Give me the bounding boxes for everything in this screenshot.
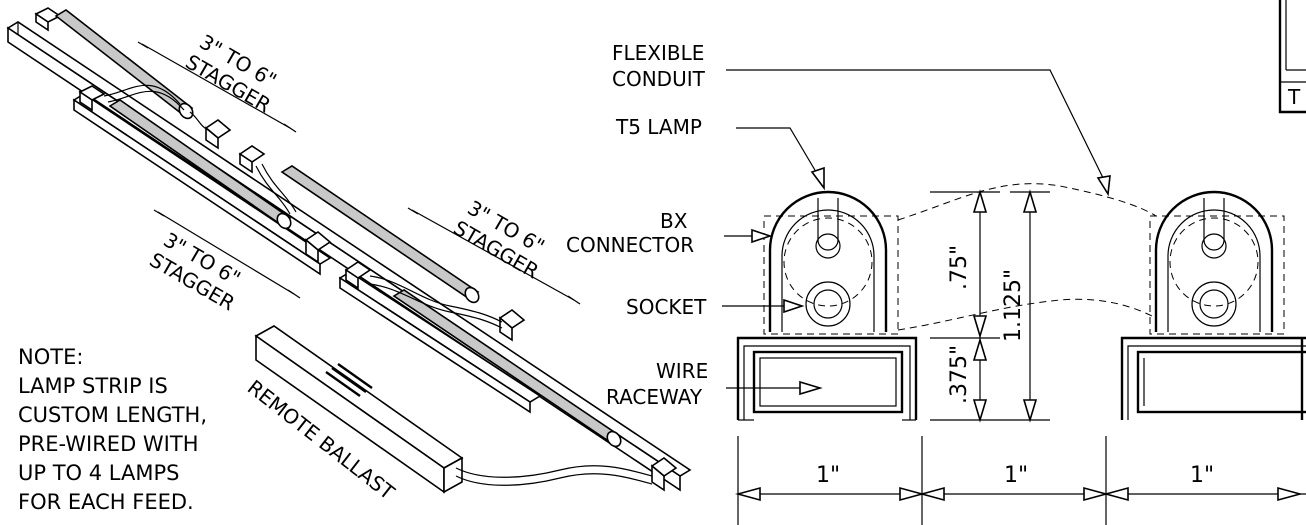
dim-1125: 1.125": [1001, 269, 1026, 342]
label-wire: WIRE: [656, 359, 708, 383]
vertical-dims: [930, 189, 1050, 423]
lamp-strip-2: [72, 84, 332, 276]
note-line-2: CUSTOM LENGTH,: [18, 403, 207, 427]
note-line-3: PRE-WIRED WITH: [18, 432, 199, 456]
note-title: NOTE:: [18, 345, 83, 369]
isometric-assembly: 3" TO 6" STAGGER 3" TO 6" STAGGER 3" TO …: [6, 7, 692, 505]
dim-width-1: 1": [816, 463, 840, 488]
note-line-5: FOR EACH FEED.: [18, 490, 194, 514]
note-line-4: UP TO 4 LAMPS: [18, 461, 179, 485]
horizontal-dims: [734, 436, 1306, 525]
label-raceway: RACEWAY: [606, 385, 703, 409]
label-socket: SOCKET: [626, 295, 707, 319]
remote-ballast: [254, 325, 653, 494]
section-view: .75" 1.125" .375" 1" 1" 1": [566, 0, 1306, 525]
lamp-strip-3: [238, 145, 480, 304]
label-bx: BX: [660, 209, 688, 233]
note-line-1: LAMP STRIP IS: [18, 374, 168, 398]
label-t5-lamp: T5 LAMP: [615, 115, 702, 139]
label-connector: CONNECTOR: [566, 233, 694, 257]
note-block: NOTE: LAMP STRIP IS CUSTOM LENGTH, PRE-W…: [18, 345, 207, 514]
dim-075: .75": [947, 245, 972, 290]
lamp-strip-4: [338, 261, 678, 492]
label-flexible: FLEXIBLE: [612, 41, 704, 65]
flexible-conduit: [897, 183, 1157, 221]
dim-width-3: 1": [1190, 463, 1214, 488]
leaders: [722, 69, 1111, 396]
fixture-section-2: [1120, 190, 1306, 420]
dim-0375: .375": [947, 345, 972, 404]
corner-label: T: [1287, 85, 1301, 109]
corner-fragment: T: [1278, 0, 1306, 114]
stagger-dims: [137, 41, 581, 305]
dim-width-2: 1": [1004, 463, 1028, 488]
fixture-section-1: [736, 190, 918, 421]
label-conduit: CONDUIT: [612, 67, 706, 91]
